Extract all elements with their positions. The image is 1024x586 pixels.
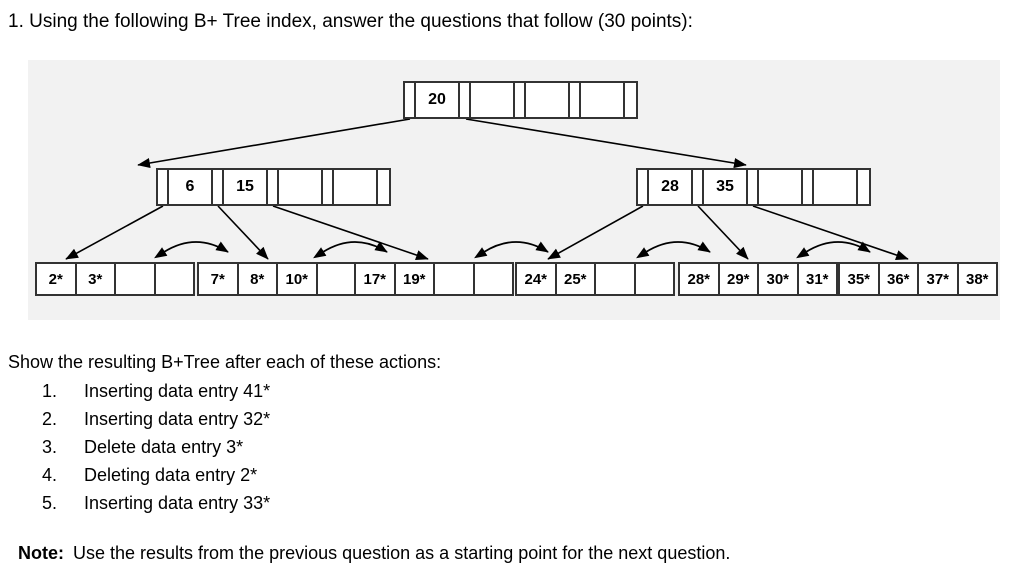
- btree-diagram: 20 6 15 28 35 2* 3*: [28, 60, 1000, 320]
- leaf-2-entry-3: [317, 264, 355, 294]
- internal-right-key-1: 35: [704, 170, 748, 204]
- leaf-1-entry-1: 3*: [76, 264, 116, 294]
- edge-left-internal-to-leaf-3: [272, 205, 429, 260]
- sibling-link-leaf-1-2: [154, 241, 229, 259]
- leaf-node-2: 7* 8* 10*: [197, 262, 357, 296]
- internal-left-pointer-0: [158, 170, 169, 204]
- note-line: Note: Use the results from the previous q…: [18, 541, 730, 565]
- note-label: Note:: [18, 543, 64, 563]
- internal-left-pointer-4: [378, 170, 389, 204]
- sibling-link-leaf-3-4: [474, 241, 549, 259]
- internal-right-pointer-0: [638, 170, 649, 204]
- leaf-2-entry-0: 7*: [199, 264, 239, 294]
- leaf-2-entry-2: 10*: [278, 264, 318, 294]
- leaf-6-entry-0: 35*: [840, 264, 880, 294]
- action-item-4: 4. Deleting data entry 2*: [42, 461, 270, 489]
- internal-node-right: 28 35: [636, 168, 871, 206]
- internal-right-key-2: [759, 170, 803, 204]
- root-pointer-3: [570, 83, 581, 117]
- leaf-3-entry-0: 17*: [356, 264, 396, 294]
- leaf-node-4: 24* 25*: [515, 262, 675, 296]
- action-item-1: 1. Inserting data entry 41*: [42, 377, 270, 405]
- leaf-node-6: 35* 36* 37* 38*: [838, 262, 998, 296]
- leaf-4-entry-3: [635, 264, 673, 294]
- edge-root-to-left-internal: [137, 118, 411, 169]
- root-key-1: [471, 83, 515, 117]
- leaf-3-entry-2: [435, 264, 475, 294]
- internal-left-pointer-2: [268, 170, 279, 204]
- internal-node-left: 6 15: [156, 168, 391, 206]
- leaf-5-entry-1: 29*: [719, 264, 759, 294]
- leaf-node-1: 2* 3*: [35, 262, 195, 296]
- action-item-5: 5. Inserting data entry 33*: [42, 489, 270, 517]
- internal-left-key-0: 6: [169, 170, 213, 204]
- action-number-3: 3.: [42, 437, 58, 457]
- action-number-2: 2.: [42, 409, 58, 429]
- root-pointer-2: [515, 83, 526, 117]
- leaf-6-entry-1: 36*: [879, 264, 919, 294]
- action-item-2: 2. Inserting data entry 32*: [42, 405, 270, 433]
- leaf-4-entry-2: [596, 264, 636, 294]
- leaf-5-entry-0: 28*: [680, 264, 720, 294]
- root-key-0: 20: [416, 83, 460, 117]
- internal-right-key-3: [814, 170, 858, 204]
- sibling-link-leaf-2-3: [313, 241, 388, 259]
- internal-left-key-3: [334, 170, 378, 204]
- internal-left-key-1: 15: [224, 170, 268, 204]
- root-pointer-1: [460, 83, 471, 117]
- action-text-3: Delete data entry 3*: [84, 437, 244, 457]
- leaf-3-entry-1: 19*: [395, 264, 435, 294]
- edge-root-to-right-internal: [465, 118, 747, 169]
- tree-connectors: [65, 118, 909, 260]
- leaf-6-entry-2: 37*: [919, 264, 959, 294]
- edge-right-internal-to-leaf-6: [752, 205, 909, 260]
- leaf-4-entry-1: 25*: [556, 264, 596, 294]
- leaf-2-entry-1: 8*: [238, 264, 278, 294]
- action-item-3: 3. Delete data entry 3*: [42, 433, 270, 461]
- action-number-1: 1.: [42, 381, 58, 401]
- leaf-5-entry-2: 30*: [759, 264, 799, 294]
- leaf-3-entry-3: [474, 264, 512, 294]
- internal-right-pointer-3: [803, 170, 814, 204]
- leaf-node-3: 17* 19*: [354, 262, 514, 296]
- leaf-1-entry-0: 2*: [37, 264, 77, 294]
- root-pointer-4: [625, 83, 636, 117]
- edge-left-internal-to-leaf-1: [65, 205, 164, 260]
- leaf-5-entry-3: 31*: [798, 264, 836, 294]
- internal-right-key-0: 28: [649, 170, 693, 204]
- internal-left-pointer-3: [323, 170, 334, 204]
- leaf-6-entry-3: 38*: [958, 264, 996, 294]
- leaf-4-entry-0: 24*: [517, 264, 557, 294]
- root-key-3: [581, 83, 625, 117]
- action-text-1: Inserting data entry 41*: [84, 381, 271, 401]
- leaf-node-5: 28* 29* 30* 31*: [678, 262, 838, 296]
- edge-right-internal-to-leaf-4: [547, 205, 644, 260]
- action-text-2: Inserting data entry 32*: [84, 409, 271, 429]
- leaf-1-entry-2: [116, 264, 156, 294]
- internal-left-key-2: [279, 170, 323, 204]
- internal-right-pointer-4: [858, 170, 869, 204]
- internal-left-pointer-1: [213, 170, 224, 204]
- sibling-link-leaf-4-5: [636, 241, 711, 259]
- root-pointer-0: [405, 83, 416, 117]
- page-title: 1. Using the following B+ Tree index, an…: [8, 11, 693, 32]
- edge-right-internal-to-leaf-5: [697, 205, 749, 260]
- action-text-4: Deleting data entry 2*: [84, 465, 258, 485]
- edge-left-internal-to-leaf-2: [217, 205, 269, 260]
- instructions-line: Show the resulting B+Tree after each of …: [8, 352, 442, 372]
- root-node: 20: [403, 81, 638, 119]
- internal-right-pointer-2: [748, 170, 759, 204]
- root-key-2: [526, 83, 570, 117]
- action-number-5: 5.: [42, 493, 58, 513]
- leaf-1-entry-3: [155, 264, 193, 294]
- internal-right-pointer-1: [693, 170, 704, 204]
- action-text-5: Inserting data entry 33*: [84, 493, 271, 513]
- actions-list: 1. Inserting data entry 41* 2. Inserting…: [42, 377, 270, 517]
- action-number-4: 4.: [42, 465, 58, 485]
- sibling-link-leaf-5-6: [796, 241, 871, 259]
- note-text: Use the results from the previous questi…: [73, 543, 731, 563]
